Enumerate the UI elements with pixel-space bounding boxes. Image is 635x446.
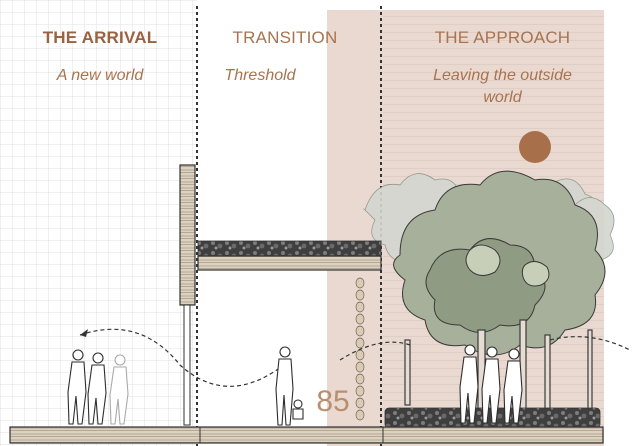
zone-subtitle-transition: Threshold xyxy=(224,67,296,84)
sun-icon xyxy=(519,131,551,163)
movement-path xyxy=(79,328,631,387)
ground-slab xyxy=(9,426,604,444)
green-roof xyxy=(197,240,382,257)
approach-people xyxy=(459,344,523,424)
transition-person xyxy=(275,346,304,426)
path-arrowhead-icon xyxy=(80,329,88,337)
step-number: 85 xyxy=(316,385,350,418)
hanging-curtain xyxy=(355,277,365,421)
arrival-people xyxy=(67,349,129,425)
zone-title-transition: TRANSITION xyxy=(232,28,338,47)
main-tree-canopy xyxy=(393,170,606,356)
zone-title-arrival: THE ARRIVAL xyxy=(42,28,158,47)
zone-subtitle-arrival: A new world xyxy=(56,67,144,84)
zone-subtitle-approach: Leaving the outside world xyxy=(433,67,572,106)
entrance-pillar xyxy=(179,164,196,306)
canopy-roof xyxy=(197,255,382,271)
pillar-post xyxy=(183,304,191,426)
zone-title-approach: THE APPROACH xyxy=(434,28,571,47)
